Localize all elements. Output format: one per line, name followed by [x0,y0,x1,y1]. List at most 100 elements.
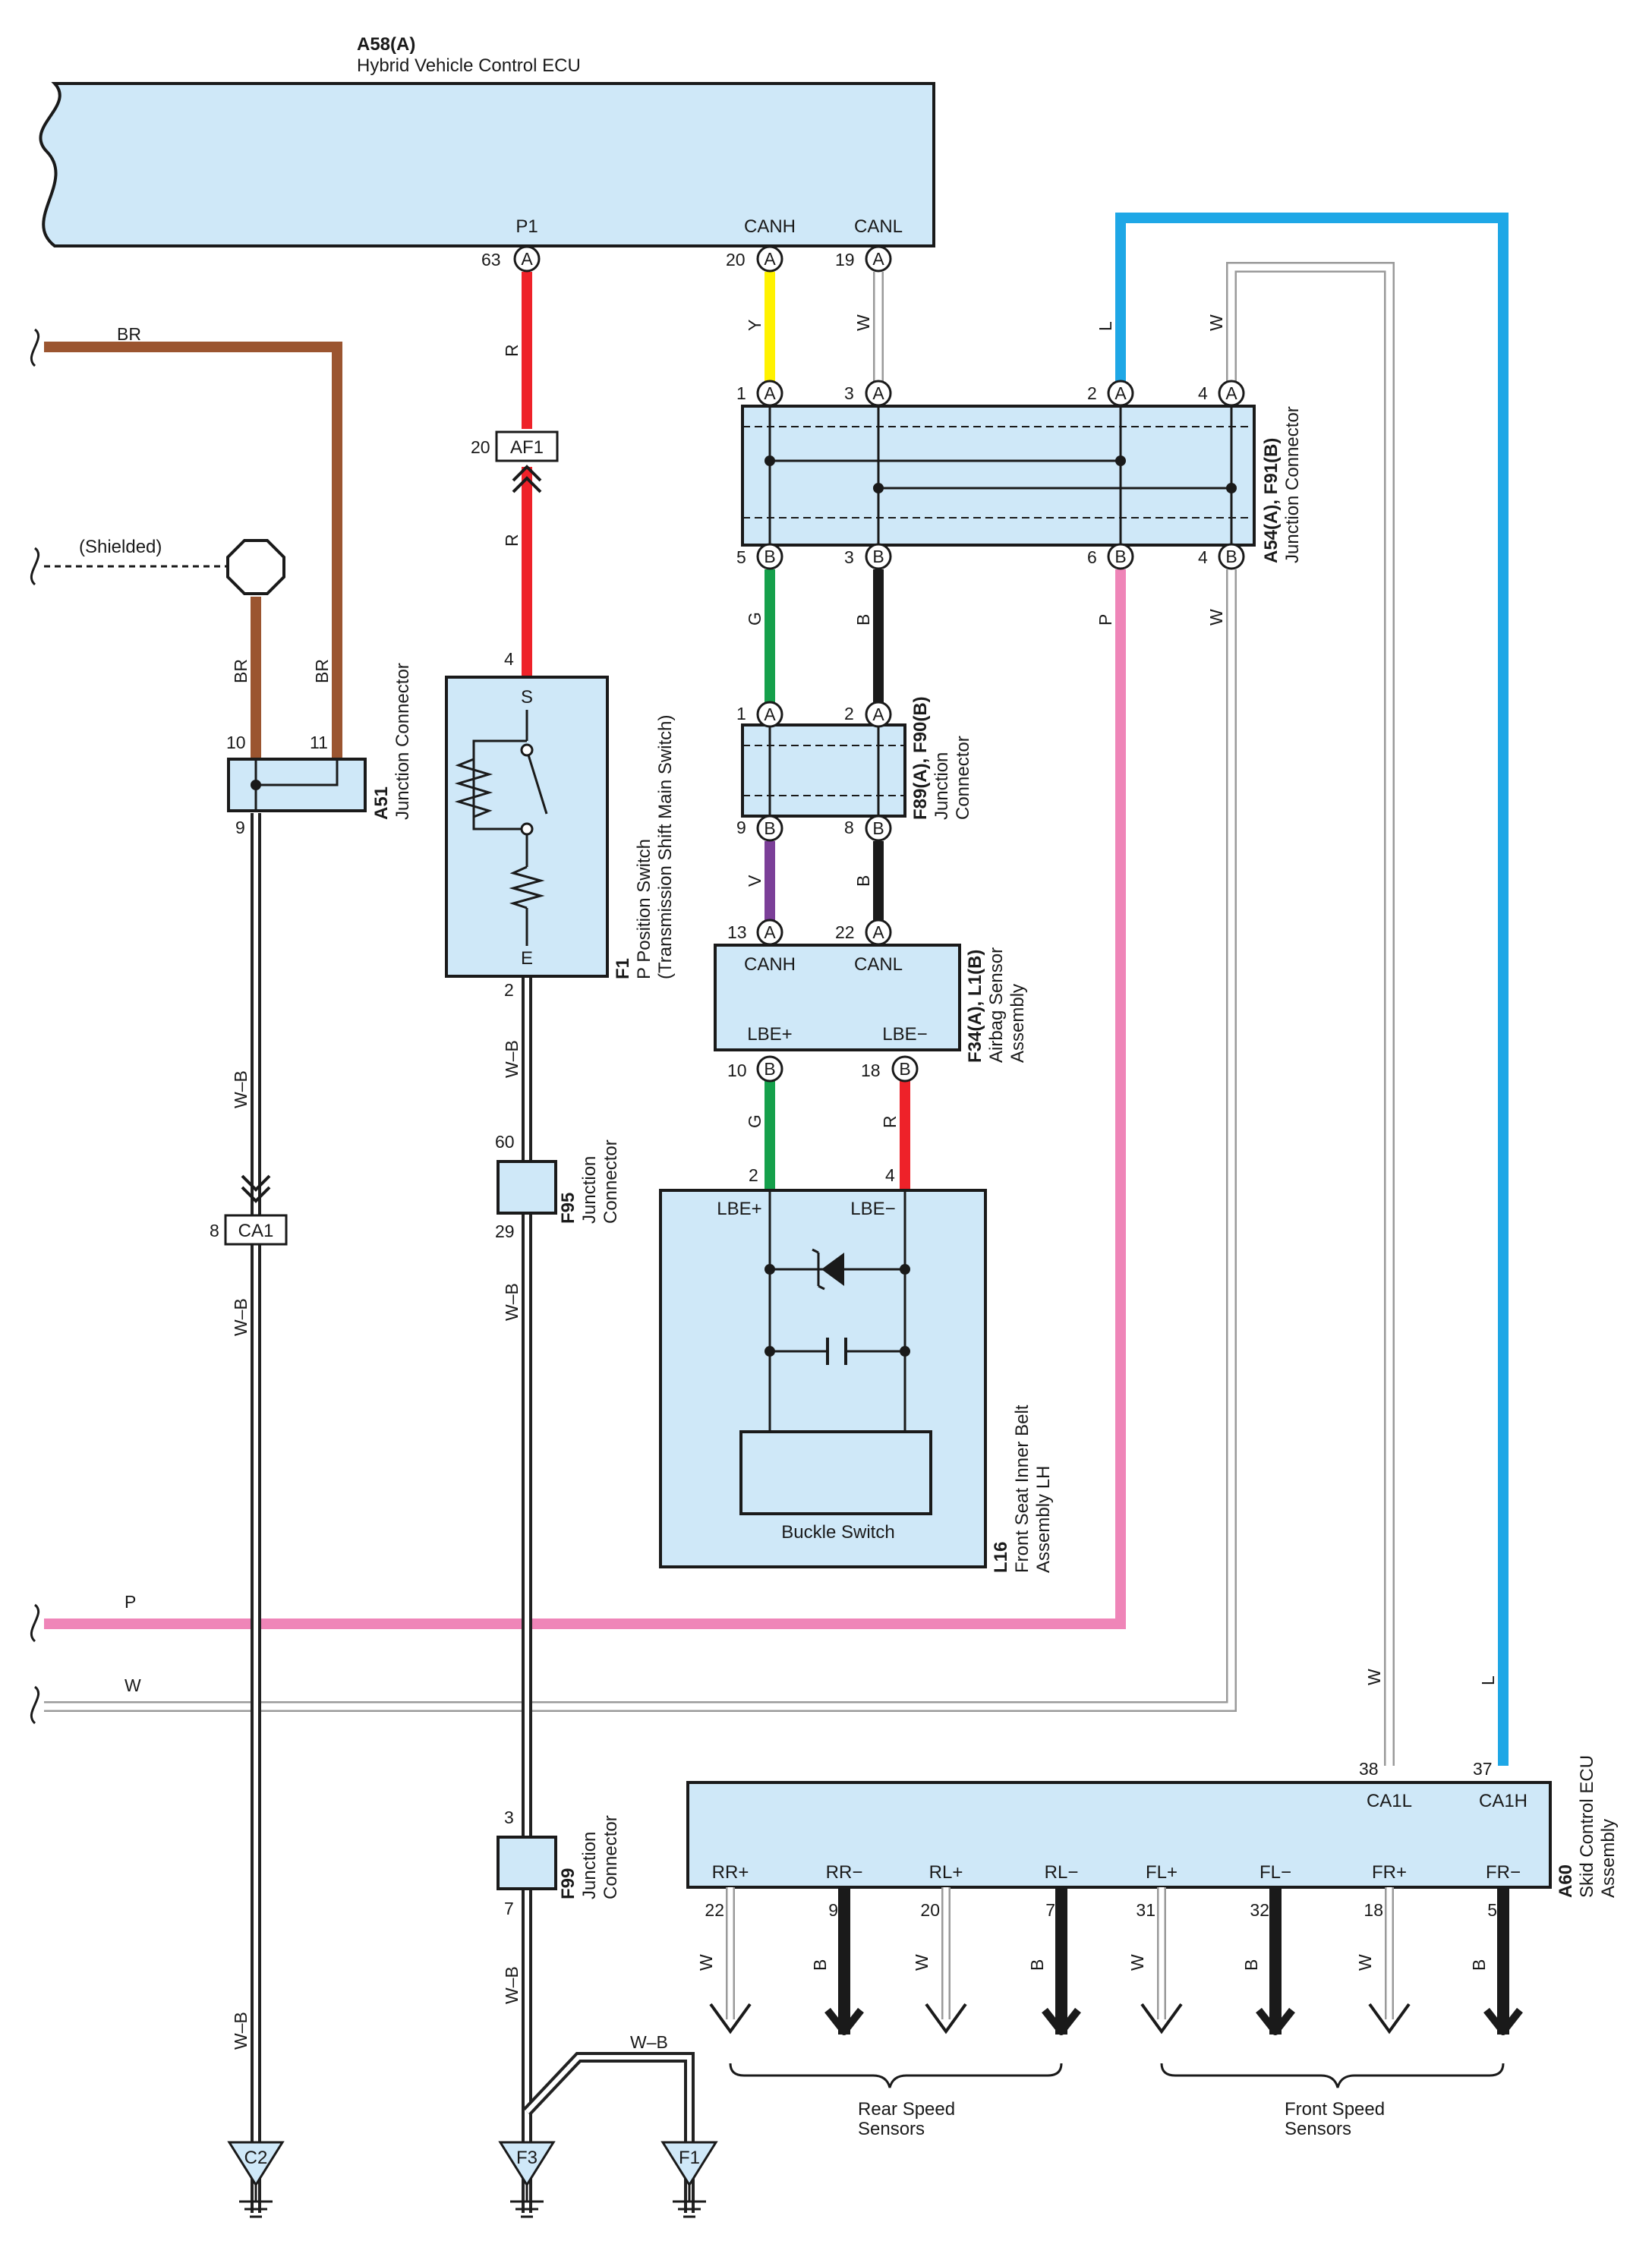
pin-f89-2: 2 [844,704,854,723]
connector-marker: A [513,245,541,273]
a54-code: A54(A), F91(B) [1261,438,1282,563]
pin-a54-t4: 4 [1198,383,1208,403]
svg-text:A: A [872,704,884,724]
pin-a54-t1: 1 [736,383,746,403]
svg-text:A: A [764,383,776,403]
a51-node [251,780,261,790]
f99-name1: Junction [579,1832,600,1899]
a60-pin-number: 9 [828,1900,838,1920]
a60-pin-name: RR− [826,1862,863,1883]
ca1-label: CA1 [238,1221,274,1241]
f1-name1: P Position Switch [634,839,654,979]
f1-resistor-2 [509,865,545,909]
f34-pin-lbe-plus: LBE+ [747,1024,792,1045]
connector-marker: A [756,380,783,407]
f1-e: E [521,948,533,969]
f34-name2: Assembly [1007,984,1028,1063]
a60-code: A60 [1556,1864,1576,1898]
f34-name1: Airbag Sensor [986,947,1007,1063]
svg-text:B: B [810,1959,830,1971]
f95-pin-bottom: 29 [495,1221,515,1241]
pin-f89-1: 1 [736,704,746,723]
wire-color-label: W [853,314,873,331]
f89-name1: Junction [932,752,952,820]
connector-marker: B [891,1055,919,1083]
svg-text:W: W [1127,1954,1147,1971]
a54-node [765,455,775,466]
wire-color-label: W–B [502,1966,522,2004]
svg-text:A: A [764,249,776,269]
wire-color-label: G [745,612,765,626]
wire-color-label: W [1206,314,1226,331]
sensor-lead-w: W [1127,1887,1183,2035]
wire-color-label: R [880,1115,900,1128]
pin-a51-10: 10 [226,733,246,752]
svg-text:B: B [1241,1959,1261,1971]
ground-f3: F3 [498,2141,556,2218]
f1-switch-contact [472,710,548,946]
f1-switch-node [520,743,534,757]
front-sensor-brace [1160,2063,1505,2088]
wire-w-loop [1226,262,1395,1766]
a60-pin-number: 18 [1364,1900,1383,1920]
a54-node [1115,455,1126,466]
connector-marker: A [865,701,892,728]
l16-node [900,1264,910,1275]
l16-diode [821,1253,844,1286]
svg-text:B: B [1225,547,1237,566]
svg-text:B: B [1027,1959,1047,1971]
connector-marker: A [865,380,892,407]
svg-text:B: B [899,1059,910,1079]
rear-sensor-label-2: Sensors [858,2119,925,2139]
pin-a54-b3: 3 [844,547,854,567]
ground-f3-label: F3 [516,2148,538,2168]
pin-f89-9: 9 [736,818,746,837]
l16-node [765,1346,775,1357]
connector-marker: A [756,245,783,273]
shield-octagon [226,539,285,595]
svg-text:W: W [912,1954,932,1971]
f1-name2: (Transmission Shift Main Switch) [655,714,676,979]
f1-resistor-1 [454,758,493,818]
shielded-label: (Shielded) [79,537,162,557]
wire-color-label: B [853,614,873,626]
sensor-lead-b: B [1241,1887,1295,2035]
a51-code: A51 [371,786,392,820]
f34-airbag-box [714,944,961,1051]
wire-color-label: W [125,1675,141,1695]
af1-connector [495,430,559,462]
connector-marker: B [756,815,783,842]
wire-w-bottom [44,569,1237,1712]
rear-sensor-label: Rear Speed [858,2099,955,2120]
pin-f1-4: 4 [504,649,514,669]
front-sensor-label: Front Speed [1285,2099,1385,2120]
wire-color-label: Y [745,320,765,331]
pin-a60-37: 37 [1473,1759,1493,1779]
ground-c2-label: C2 [244,2148,268,2168]
buckle-switch-label: Buckle Switch [781,1522,894,1543]
af1-chevron [512,465,542,493]
wire-color-label: W [1206,609,1226,626]
f34-code: F34(A), L1(B) [965,950,985,1063]
l16-name1: Front Seat Inner Belt [1012,1404,1032,1573]
f89-code: F89(A), F90(B) [910,696,931,820]
svg-text:A: A [1114,383,1127,403]
f95-pin-top: 60 [495,1132,515,1152]
front-sensor-label-2: Sensors [1285,2119,1351,2139]
pin-a58-20: 20 [726,250,746,269]
wire-color-label: L [1478,1675,1498,1685]
a60-pin-number: 31 [1136,1900,1155,1920]
wire-p [44,569,1126,1629]
wire-color-label: R [502,534,522,547]
a60-pin-ca1l: CA1L [1367,1791,1412,1811]
a60-pin-name: RL− [1045,1862,1079,1883]
connector-marker: A [865,919,892,946]
a60-pin-number: 22 [705,1900,724,1920]
a54-junction-box [741,405,1256,547]
wire-color-label: W–B [502,1283,522,1321]
connector-marker: B [756,1055,783,1083]
a60-pin-name: FL+ [1146,1862,1178,1883]
svg-text:W: W [1355,1954,1375,1971]
